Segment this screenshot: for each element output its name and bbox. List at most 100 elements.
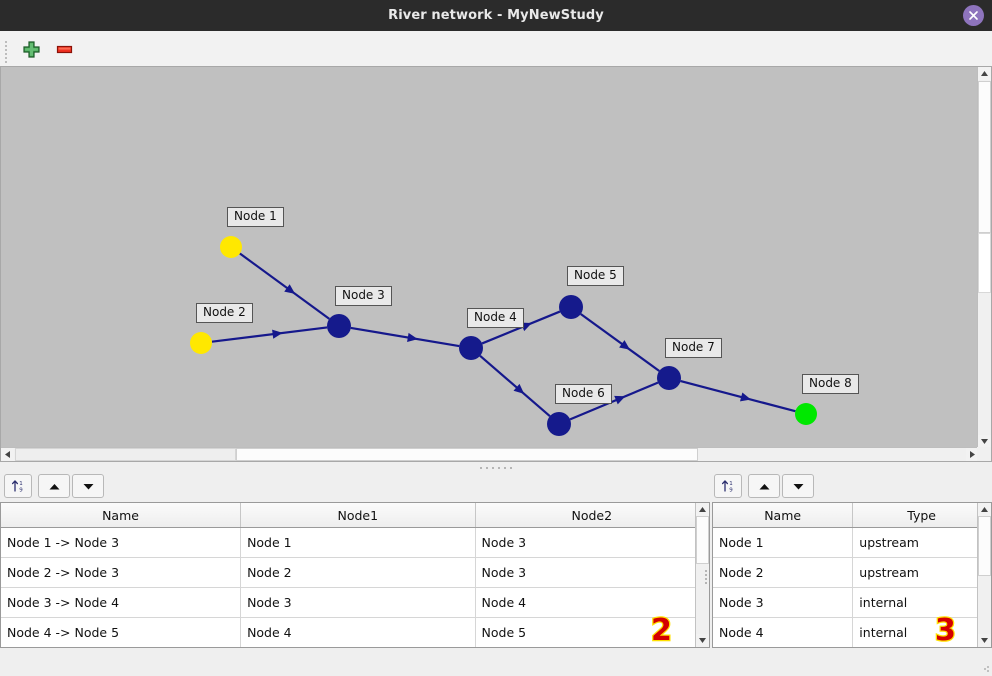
scroll-up-icon[interactable]: [978, 67, 991, 80]
graph-node[interactable]: [657, 366, 681, 390]
table-cell[interactable]: internal: [852, 587, 991, 618]
table-cell[interactable]: Node 3: [240, 587, 476, 618]
panel-splitter-horizontal[interactable]: [0, 462, 992, 472]
graph-edge[interactable]: [580, 313, 660, 372]
move-up-icon[interactable]: [748, 474, 780, 498]
table-cell[interactable]: Node 3: [713, 587, 854, 618]
table-cell[interactable]: Node 4: [713, 617, 854, 647]
network-graph-panel[interactable]: Node 1 Node 2 Node 3 Node 4 Node 5 Node 6 Node…: [0, 66, 992, 462]
graph-node[interactable]: [559, 295, 583, 319]
graph-node[interactable]: [327, 314, 351, 338]
graph-node[interactable]: [190, 332, 212, 354]
add-node-icon[interactable]: [19, 37, 43, 61]
nodes-column-header[interactable]: Type: [852, 503, 991, 528]
graph-edge[interactable]: [680, 379, 796, 413]
toolbar-grip[interactable]: [4, 39, 9, 63]
graph-edge[interactable]: [569, 381, 659, 421]
table-cell[interactable]: Node 1: [713, 527, 854, 558]
move-down-icon[interactable]: [72, 474, 104, 498]
table-cell[interactable]: Node 5: [475, 617, 709, 647]
graph-node[interactable]: [547, 412, 571, 436]
graph-vscroll-thumb[interactable]: [978, 233, 991, 293]
scroll-left-icon[interactable]: [1, 448, 14, 461]
graph-vertical-scrollbar[interactable]: [977, 67, 991, 448]
graph-hscroll-track-left[interactable]: [15, 448, 236, 461]
scroll-down-icon[interactable]: [978, 634, 991, 647]
graph-node-label[interactable]: Node 3: [335, 286, 392, 306]
table-cell[interactable]: Node 4: [240, 617, 476, 647]
table-cell[interactable]: Node 1: [240, 527, 476, 558]
graph-node[interactable]: [459, 336, 483, 360]
graph-node-label[interactable]: Node 1: [227, 207, 284, 227]
graph-canvas[interactable]: Node 1 Node 2 Node 3 Node 4 Node 5 Node 6 Node…: [1, 67, 979, 448]
table-cell[interactable]: Node 4: [475, 587, 709, 618]
table-row-empty[interactable]: [713, 648, 991, 649]
graph-edge[interactable]: [350, 326, 460, 348]
panel-splitter-vertical[interactable]: [700, 502, 712, 652]
window-resize-grip[interactable]: [981, 666, 989, 674]
graph-node-label[interactable]: Node 7: [665, 338, 722, 358]
table-row-empty[interactable]: [1, 648, 709, 649]
graph-node-label[interactable]: Node 6: [555, 384, 612, 404]
graph-node-label[interactable]: Node 4: [467, 308, 524, 328]
graph-hscroll-thumb[interactable]: [236, 448, 698, 461]
scroll-right-icon[interactable]: [966, 448, 979, 461]
nodes-scroll-thumb[interactable]: [978, 516, 991, 576]
table-cell[interactable]: [713, 648, 853, 649]
links-column-header[interactable]: Name: [1, 503, 242, 528]
main-toolbar: [0, 31, 992, 67]
scroll-down-icon[interactable]: [696, 634, 709, 647]
scroll-up-icon[interactable]: [978, 503, 991, 516]
graph-horizontal-scrollbar[interactable]: [1, 447, 979, 461]
scroll-down-icon[interactable]: [978, 435, 991, 448]
delete-node-icon[interactable]: [52, 37, 76, 61]
table-cell[interactable]: Node 3 -> Node 4: [1, 587, 242, 618]
nodes-table-scrollbar[interactable]: [977, 503, 991, 647]
graph-node-label[interactable]: Node 8: [802, 374, 859, 394]
table-cell[interactable]: [1, 648, 241, 649]
table-cell[interactable]: [853, 648, 991, 649]
nodes-column-header[interactable]: Name: [713, 503, 854, 528]
table-cell[interactable]: Node 4 -> Node 5: [1, 617, 242, 647]
table-cell[interactable]: upstream: [852, 527, 991, 558]
graph-node-label[interactable]: Node 5: [567, 266, 624, 286]
scroll-up-icon[interactable]: [696, 503, 709, 516]
graph-node[interactable]: [795, 403, 817, 425]
window-title: River network - MyNewStudy: [388, 8, 604, 23]
table-cell[interactable]: upstream: [852, 557, 991, 588]
move-down-icon[interactable]: [782, 474, 814, 498]
graph-edge[interactable]: [211, 326, 328, 343]
links-scroll-thumb[interactable]: [696, 516, 709, 564]
sort-icon[interactable]: 1 9: [714, 474, 742, 498]
move-up-icon[interactable]: [38, 474, 70, 498]
close-icon[interactable]: [963, 5, 984, 26]
graph-node-label[interactable]: Node 2: [196, 303, 253, 323]
table-cell[interactable]: Node 2: [240, 557, 476, 588]
links-table-scrollbar[interactable]: [695, 503, 709, 647]
table-cell[interactable]: [241, 648, 475, 649]
table-cell[interactable]: Node 2 -> Node 3: [1, 557, 242, 588]
graph-edge[interactable]: [479, 355, 551, 417]
table-cell[interactable]: Node 3: [475, 557, 709, 588]
graph-vscroll-thumb-upper[interactable]: [978, 81, 991, 233]
table-cell[interactable]: Node 3: [475, 527, 709, 558]
table-cell[interactable]: Node 2: [713, 557, 854, 588]
graph-edge[interactable]: [239, 252, 330, 320]
graph-node[interactable]: [220, 236, 242, 258]
links-column-header[interactable]: Node2: [475, 503, 709, 528]
links-column-header[interactable]: Node1: [240, 503, 476, 528]
sort-icon[interactable]: 1 9: [4, 474, 32, 498]
table-cell[interactable]: internal: [852, 617, 991, 647]
table-cell[interactable]: Node 1 -> Node 3: [1, 527, 242, 558]
table-cell[interactable]: [475, 648, 708, 649]
